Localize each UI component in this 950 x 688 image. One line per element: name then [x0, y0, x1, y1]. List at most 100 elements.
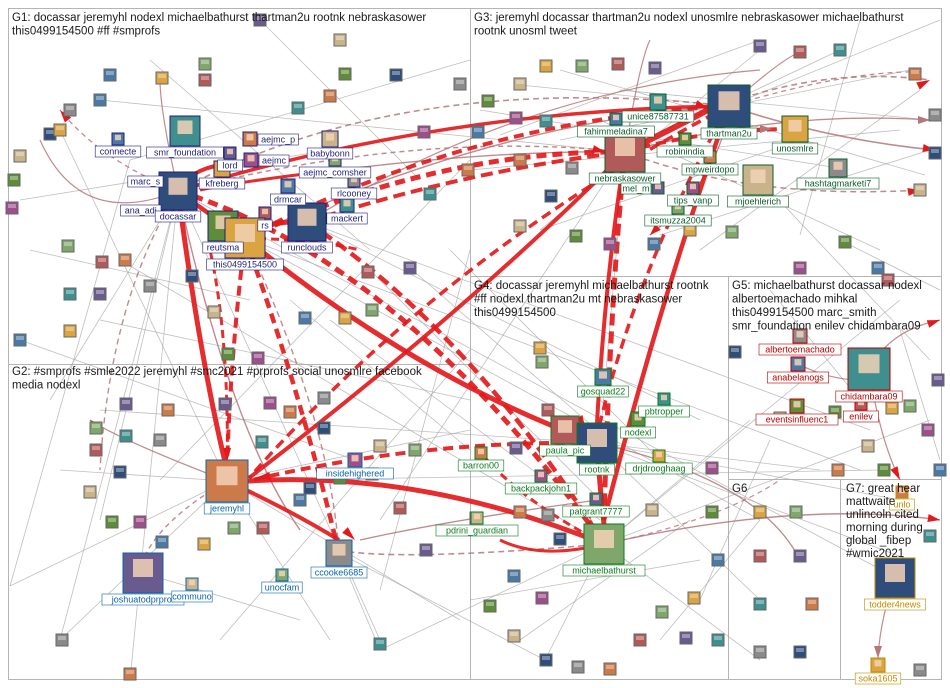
user-avatar-node[interactable] [885, 401, 899, 415]
labelled-node-backpackjohn1[interactable] [534, 469, 548, 483]
user-avatar-node[interactable] [251, 351, 265, 365]
labelled-node-aejmc[interactable] [243, 152, 259, 168]
user-avatar-node[interactable] [753, 597, 767, 611]
user-avatar-node[interactable] [541, 508, 555, 522]
user-avatar-node[interactable] [417, 125, 431, 139]
user-avatar-node[interactable] [471, 125, 485, 139]
user-avatar-node[interactable] [133, 515, 147, 529]
user-avatar-node[interactable] [705, 505, 719, 519]
user-avatar-node[interactable] [507, 629, 521, 643]
user-avatar-node[interactable] [575, 59, 589, 73]
user-avatar-node[interactable] [513, 153, 527, 167]
user-avatar-node[interactable] [55, 633, 69, 647]
user-avatar-node[interactable] [838, 235, 852, 249]
user-avatar-node[interactable] [161, 403, 175, 417]
labelled-node-unlo[interactable] [895, 485, 909, 499]
user-avatar-node[interactable] [119, 397, 133, 411]
labelled-node-nebraskasower[interactable] [604, 131, 646, 173]
labelled-node-mel-m[interactable] [651, 181, 665, 195]
user-avatar-node[interactable] [569, 229, 583, 243]
user-avatar-node[interactable] [793, 549, 807, 563]
user-avatar-node[interactable] [913, 663, 927, 677]
user-avatar-node[interactable] [725, 225, 739, 239]
user-avatar-node[interactable] [221, 347, 235, 361]
user-avatar-node[interactable] [119, 429, 133, 443]
user-avatar-node[interactable] [535, 591, 549, 605]
user-avatar-node[interactable] [565, 161, 579, 175]
labelled-node-mackert[interactable] [339, 197, 355, 213]
user-avatar-node[interactable] [103, 68, 117, 82]
user-avatar-node[interactable] [198, 57, 212, 71]
user-avatar-node[interactable] [908, 67, 922, 81]
user-avatar-node[interactable] [389, 68, 403, 82]
labelled-node-thartman2u[interactable] [707, 84, 751, 128]
user-avatar-node[interactable] [365, 303, 379, 317]
labelled-node-joshuatodprprof[interactable] [122, 552, 164, 594]
user-avatar-node[interactable] [728, 345, 742, 359]
user-avatar-node[interactable] [303, 481, 317, 495]
user-avatar-node[interactable] [705, 461, 719, 475]
labelled-node-aejmc-p[interactable] [242, 131, 258, 147]
user-avatar-node[interactable] [831, 463, 845, 477]
user-avatar-node[interactable] [256, 521, 270, 535]
labelled-node-soka1605[interactable] [870, 657, 886, 673]
user-avatar-node[interactable] [923, 529, 937, 543]
user-avatar-node[interactable] [403, 261, 417, 275]
user-avatar-node[interactable] [913, 183, 927, 197]
user-avatar-node[interactable] [611, 57, 625, 71]
labelled-node-connecte[interactable] [111, 132, 125, 146]
user-avatar-node[interactable] [541, 403, 555, 417]
user-avatar-node[interactable] [571, 660, 585, 674]
labelled-node-fahimmeladina7[interactable] [609, 112, 623, 126]
user-avatar-node[interactable] [123, 667, 137, 681]
user-avatar-node[interactable] [753, 505, 767, 519]
labelled-node-babybonn[interactable] [321, 130, 339, 148]
labelled-node-smr-foundation[interactable] [169, 115, 201, 147]
user-avatar-node[interactable] [89, 443, 103, 457]
labelled-node-tips-vanp[interactable] [686, 181, 700, 195]
labelled-node-michaelbathurst[interactable] [583, 523, 625, 565]
labelled-node-runclouds[interactable] [287, 202, 327, 242]
labelled-node-pbtropper[interactable] [657, 392, 671, 406]
user-avatar-node[interactable] [793, 645, 807, 659]
labelled-node-albertoemachado[interactable] [792, 328, 808, 344]
user-avatar-node[interactable] [793, 261, 807, 275]
user-avatar-node[interactable] [683, 223, 697, 237]
user-avatar-node[interactable] [647, 237, 661, 251]
user-avatar-node[interactable] [227, 521, 241, 535]
user-avatar-node[interactable] [263, 396, 277, 410]
user-avatar-node[interactable] [483, 599, 497, 613]
user-avatar-node[interactable] [533, 341, 547, 355]
user-avatar-node[interactable] [645, 503, 659, 517]
user-avatar-node[interactable] [535, 355, 549, 369]
user-avatar-node[interactable] [13, 333, 27, 347]
user-avatar-node[interactable] [317, 391, 331, 405]
user-avatar-node[interactable] [928, 108, 942, 122]
user-avatar-node[interactable] [711, 633, 725, 647]
user-avatar-node[interactable] [361, 265, 375, 279]
labelled-node-anabelanogs[interactable] [790, 356, 806, 372]
user-avatar-node[interactable] [513, 505, 527, 519]
user-avatar-node[interactable] [833, 43, 847, 57]
user-avatar-node[interactable] [5, 201, 19, 215]
user-avatar-node[interactable] [63, 287, 77, 301]
user-avatar-node[interactable] [89, 421, 103, 435]
user-avatar-node[interactable] [539, 114, 553, 128]
user-avatar-node[interactable] [753, 645, 767, 659]
labelled-node-patgrant7777[interactable] [589, 492, 603, 506]
user-avatar-node[interactable] [63, 103, 77, 117]
labelled-node-ccooke6685[interactable] [325, 539, 353, 567]
user-avatar-node[interactable] [95, 255, 109, 269]
user-avatar-node[interactable] [253, 13, 267, 27]
user-avatar-node[interactable] [881, 273, 895, 287]
user-avatar-node[interactable] [291, 101, 305, 115]
labelled-node-rs[interactable] [258, 206, 272, 220]
labelled-node-rootnk[interactable] [576, 422, 618, 464]
user-avatar-node[interactable] [933, 463, 947, 477]
user-avatar-node[interactable] [333, 33, 347, 47]
user-avatar-node[interactable] [509, 441, 523, 455]
user-avatar-node[interactable] [928, 146, 942, 160]
user-avatar-node[interactable] [603, 237, 617, 251]
user-avatar-node[interactable] [789, 505, 803, 519]
user-avatar-node[interactable] [603, 662, 617, 676]
